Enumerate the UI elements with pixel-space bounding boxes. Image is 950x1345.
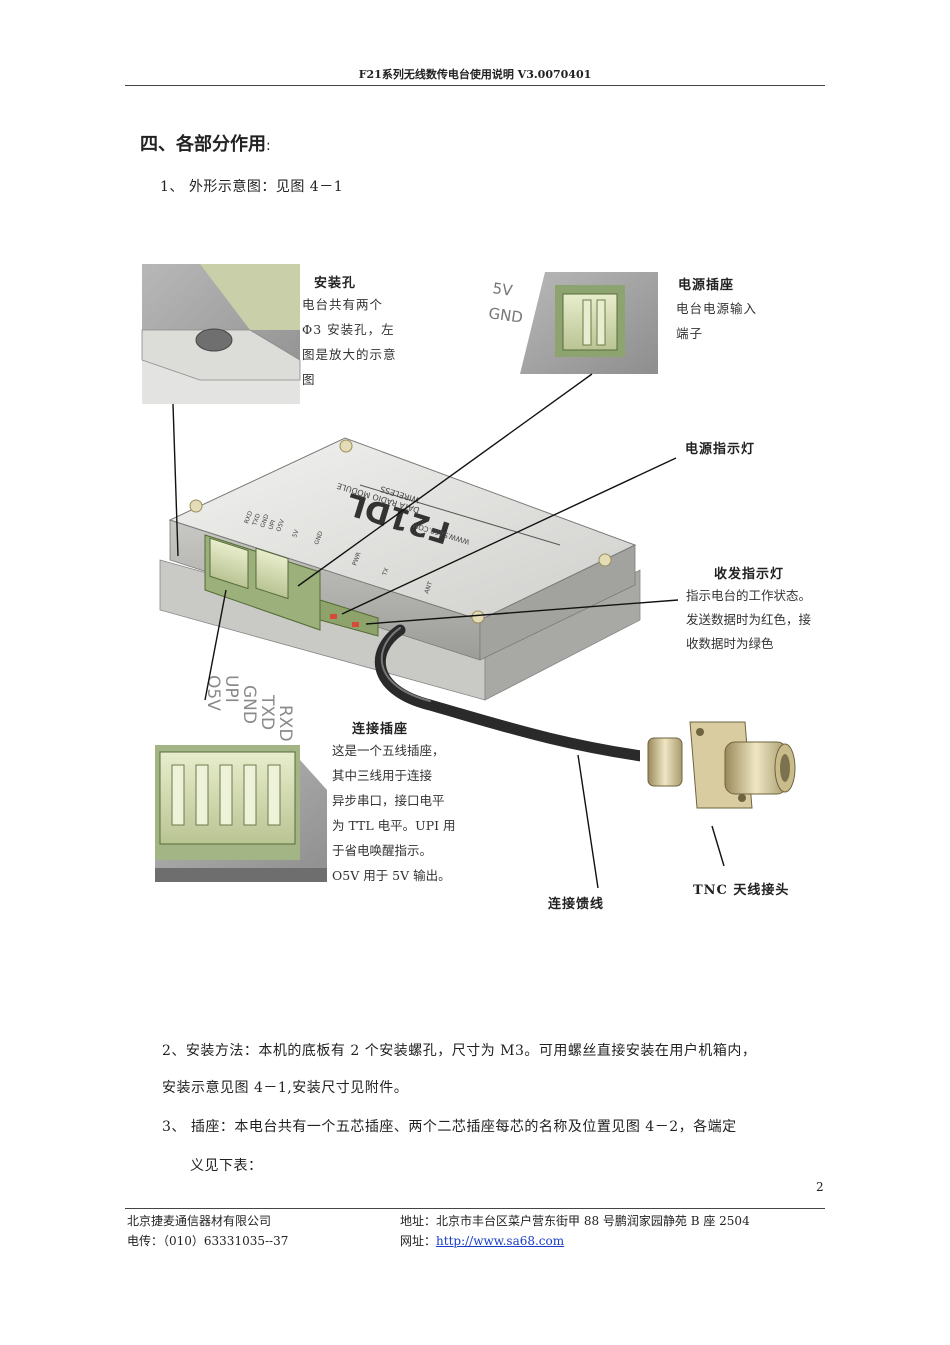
item-2-line-2: 安装示意见图 4－1,安装尺寸见附件。 <box>162 1080 409 1096</box>
connector-inset: RXD TXD GND UPI O5V <box>155 675 327 882</box>
mount-hole-line-1: 电台共有两个 <box>302 297 384 312</box>
label-txrx-led-desc: 指示电台的工作状态。 发送数据时为红色，接 收数据时为绿色 <box>686 584 811 656</box>
power-pin-gnd: GND <box>487 304 524 327</box>
port-label-pwr: PWR <box>351 551 362 566</box>
label-mount-hole-title: 安装孔 <box>314 276 357 291</box>
mount-hole-line-2: Φ3 安装孔，左 <box>302 322 395 337</box>
label-connector-desc: 这是一个五线插座， 其中三线用于连接 异步串口，接口电平 为 TTL 电平。UP… <box>332 738 456 888</box>
mount-hole-line-3: 图是放大的示意 <box>302 347 397 362</box>
footer-web-label: 网址： <box>400 1234 437 1248</box>
port-label-o5v: O5V <box>275 518 286 533</box>
item-3-line-1: 3、 插座：本电台共有一个五芯插座、两个二芯插座每芯的名称及位置见图 4－2，各… <box>162 1119 737 1135</box>
conn-pin-txd: TXD <box>257 694 277 730</box>
tnc-connector <box>640 721 800 837</box>
connector-line-6: O5V 用于 5V 输出。 <box>332 868 451 883</box>
port-label-upi: UPI <box>267 519 277 531</box>
connector-line-2: 其中三线用于连接 <box>332 768 433 783</box>
footer-company: 北京捷麦通信器材有限公司 <box>127 1214 272 1228</box>
item-2-line-1: 2、安装方法：本机的底板有 2 个安装螺孔，尺寸为 M3。可用螺丝直接安装在用户… <box>162 1043 757 1059</box>
txrx-led-line-1: 指示电台的工作状态。 <box>686 588 812 603</box>
item-1: 1、 外形示意图：见图 4－1 <box>160 179 344 195</box>
connector-line-3: 异步串口，接口电平 <box>332 793 445 808</box>
label-power-socket-desc: 电台电源输入 端子 <box>676 296 757 346</box>
connector-line-5: 于省电唤醒指示。 <box>332 843 433 858</box>
power-socket-line-1: 电台电源输入 <box>676 301 758 316</box>
label-connector-title: 连接插座 <box>352 722 409 737</box>
device-led-power <box>330 614 337 619</box>
label-power-led-title: 电源指示灯 <box>685 442 756 457</box>
txrx-led-line-2: 发送数据时为红色，接 <box>686 612 812 627</box>
port-label-ant: ANT <box>423 580 434 594</box>
mount-hole-line-4: 图 <box>302 372 316 387</box>
port-label-gnd: GND <box>259 513 270 529</box>
section-title: 四、各部分作用: <box>140 130 271 156</box>
port-label-gnd2: GND <box>313 530 324 546</box>
conn-pin-upi: UPI <box>221 675 241 703</box>
footer-rule <box>125 1208 825 1209</box>
conn-pin-gnd: GND <box>239 685 259 724</box>
port-label-5v: 5V <box>291 528 301 539</box>
power-socket-line-2: 端子 <box>676 326 704 341</box>
section-title-text: 四、各部分作用 <box>140 134 266 155</box>
device-conn-5pin <box>209 537 249 590</box>
device-led-txrx <box>352 622 359 627</box>
section-title-colon: : <box>266 138 271 154</box>
label-txrx-led-title: 收发指示灯 <box>714 567 785 582</box>
item-3-line-2: 义见下表： <box>190 1158 263 1174</box>
connector-line-1: 这是一个五线插座， <box>332 743 445 758</box>
power-pin-5v: 5V <box>491 279 514 300</box>
header-rule <box>125 85 825 86</box>
label-antenna-title: TNC 天线接头 <box>693 883 790 898</box>
port-label-tx: TX <box>381 567 391 578</box>
txrx-led-line-3: 收数据时为绿色 <box>686 636 774 651</box>
label-power-socket-title: 电源插座 <box>678 278 735 293</box>
leader-lines <box>172 373 725 889</box>
mount-hole-inset <box>141 264 301 404</box>
port-label-rxd: RXD <box>243 510 254 525</box>
page-number: 2 <box>816 1180 824 1194</box>
connector-line-4: 为 TTL 电平。UPI 用 <box>332 818 456 833</box>
radio-module: F21DL WIRELESS DATA RADIO MODULE WWW.SA6… <box>159 437 641 701</box>
footer-web-link[interactable]: http://www.sa68.com <box>436 1234 565 1248</box>
label-mount-hole-desc: 电台共有两个 Φ3 安装孔，左 图是放大的示意 图 <box>302 292 397 392</box>
conn-pin-rxd: RXD <box>275 705 295 742</box>
header-title: F21系列无线数传电台使用说明 V3.0070401 <box>358 68 592 81</box>
label-feeder-title: 连接馈线 <box>548 897 605 912</box>
power-socket-inset: 5V GND <box>480 272 658 374</box>
port-label-txd: TXD <box>251 512 262 527</box>
footer-tel: 电传：（010）63331035--37 <box>127 1234 289 1248</box>
device-conn-power <box>255 547 289 600</box>
footer-web: 网址：http://www.sa68.com <box>400 1232 564 1249</box>
footer-address: 地址：北京市丰台区菜户营东街甲 88 号鹏润家园静苑 B 座 2504 <box>400 1214 750 1228</box>
mount-hole-shape <box>195 328 233 352</box>
